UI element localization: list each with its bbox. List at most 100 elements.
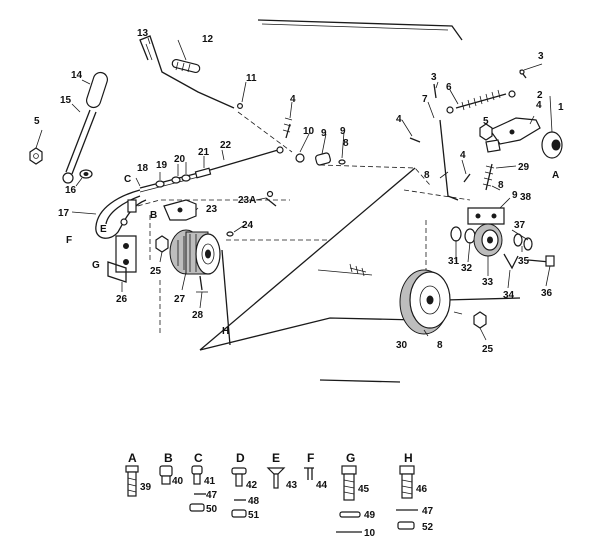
callout-28: 28 xyxy=(192,310,204,321)
hardware-c: C 41 47 50 xyxy=(189,451,218,515)
callout-35: 35 xyxy=(518,256,530,267)
lever-15 xyxy=(62,109,97,184)
callout-1: 1 xyxy=(558,102,564,113)
letter-b: B xyxy=(150,210,157,221)
nut-5-right xyxy=(479,123,493,141)
cotter-pin-11 xyxy=(237,102,244,109)
callout-8: 8 xyxy=(498,180,504,191)
pulley-30 xyxy=(399,269,451,335)
callout-29: 29 xyxy=(518,162,530,173)
lever-grip-14 xyxy=(86,71,108,109)
svg-text:45: 45 xyxy=(358,484,370,495)
reference-letters: A B C E F G H xyxy=(66,170,559,337)
nut-5-left xyxy=(29,147,43,165)
callout-5: 5 xyxy=(483,116,489,127)
letter-c: C xyxy=(124,174,131,185)
bracket-23 xyxy=(163,199,197,221)
washers-35-37 xyxy=(513,233,533,251)
rod-grip-12 xyxy=(171,58,201,74)
svg-text:47: 47 xyxy=(206,490,218,501)
screw-3-left xyxy=(433,83,437,99)
hardware-h: H 46 47 52 xyxy=(396,451,434,533)
rod-7 xyxy=(439,119,459,201)
callout-6: 6 xyxy=(446,82,452,93)
callout-36: 36 xyxy=(541,288,553,299)
callout-22: 22 xyxy=(220,140,232,151)
svg-text:40: 40 xyxy=(172,476,184,487)
pulley-33 xyxy=(473,223,503,257)
callout-8: 8 xyxy=(343,138,349,149)
callout-23: 23 xyxy=(206,204,218,215)
svg-text:10: 10 xyxy=(364,528,376,539)
bolt-36 xyxy=(527,255,555,267)
leader-lines xyxy=(35,37,553,341)
svg-text:44: 44 xyxy=(316,480,328,491)
callout-4: 4 xyxy=(290,94,296,105)
spring-28 xyxy=(196,275,208,293)
callout-10: 10 xyxy=(303,126,315,137)
hardware-g: G 45 49 10 xyxy=(336,451,376,539)
svg-text:49: 49 xyxy=(364,510,376,521)
callout-12: 12 xyxy=(202,34,214,45)
callout-15: 15 xyxy=(60,95,72,106)
callout-37: 37 xyxy=(514,220,526,231)
svg-text:A: A xyxy=(128,451,137,465)
callout-23a: 23A xyxy=(238,195,256,206)
svg-text:43: 43 xyxy=(286,480,298,491)
ring-24 xyxy=(226,231,234,237)
callout-13: 13 xyxy=(137,28,149,39)
callout-26: 26 xyxy=(116,294,128,305)
callout-4: 4 xyxy=(396,114,402,125)
shaft-8-lower xyxy=(349,263,367,277)
svg-text:39: 39 xyxy=(140,482,152,493)
spring-6 xyxy=(446,89,516,114)
callout-31: 31 xyxy=(448,256,460,267)
callout-21: 21 xyxy=(198,147,210,158)
callout-5: 5 xyxy=(34,116,40,127)
callout-2: 2 xyxy=(537,90,543,101)
letter-g: G xyxy=(92,260,100,271)
callout-3: 3 xyxy=(538,51,544,62)
svg-text:D: D xyxy=(236,451,245,465)
letter-h: H xyxy=(222,326,229,337)
callout-3: 3 xyxy=(431,72,437,83)
callout-17: 17 xyxy=(58,208,70,219)
svg-text:H: H xyxy=(404,451,413,465)
hardware-key: A 39 B 40 C 41 47 50 D 4 xyxy=(125,451,434,539)
callout-8: 8 xyxy=(437,340,443,351)
svg-text:46: 46 xyxy=(416,484,428,495)
callout-4: 4 xyxy=(460,150,466,161)
svg-text:E: E xyxy=(272,451,280,465)
control-rod-13 xyxy=(139,35,235,109)
letter-e: E xyxy=(100,224,107,235)
svg-text:G: G xyxy=(346,451,355,465)
callout-25: 25 xyxy=(150,266,162,277)
hardware-a: A 39 xyxy=(125,451,152,497)
cable-assembly xyxy=(139,146,284,193)
callout-18: 18 xyxy=(137,163,149,174)
svg-text:52: 52 xyxy=(422,522,434,533)
callout-labels: 1 2 3 3 4 4 4 4 5 5 6 7 8 8 8 8 9 9 9 10… xyxy=(34,28,564,355)
screw-3-right xyxy=(519,69,527,79)
pin-23a xyxy=(265,190,277,207)
callout-4: 4 xyxy=(536,100,542,111)
washer-16 xyxy=(79,169,93,179)
clutch-arm-17 xyxy=(95,189,147,239)
spring-29 xyxy=(482,163,495,191)
callout-25: 25 xyxy=(482,344,494,355)
svg-text:51: 51 xyxy=(248,510,260,521)
callout-9: 9 xyxy=(321,128,327,139)
idler-9-10 xyxy=(295,152,346,166)
callout-9: 9 xyxy=(340,126,346,137)
nut-25-right xyxy=(473,311,487,329)
key-34 xyxy=(503,253,519,270)
hardware-b: B 40 xyxy=(159,451,184,487)
nut-25-left xyxy=(155,235,169,253)
callout-9: 9 xyxy=(512,190,518,201)
callout-14: 14 xyxy=(71,70,83,81)
washer-31-32 xyxy=(450,226,476,244)
pin-4-right xyxy=(409,137,471,183)
callout-27: 27 xyxy=(174,294,186,305)
callout-32: 32 xyxy=(461,263,473,274)
